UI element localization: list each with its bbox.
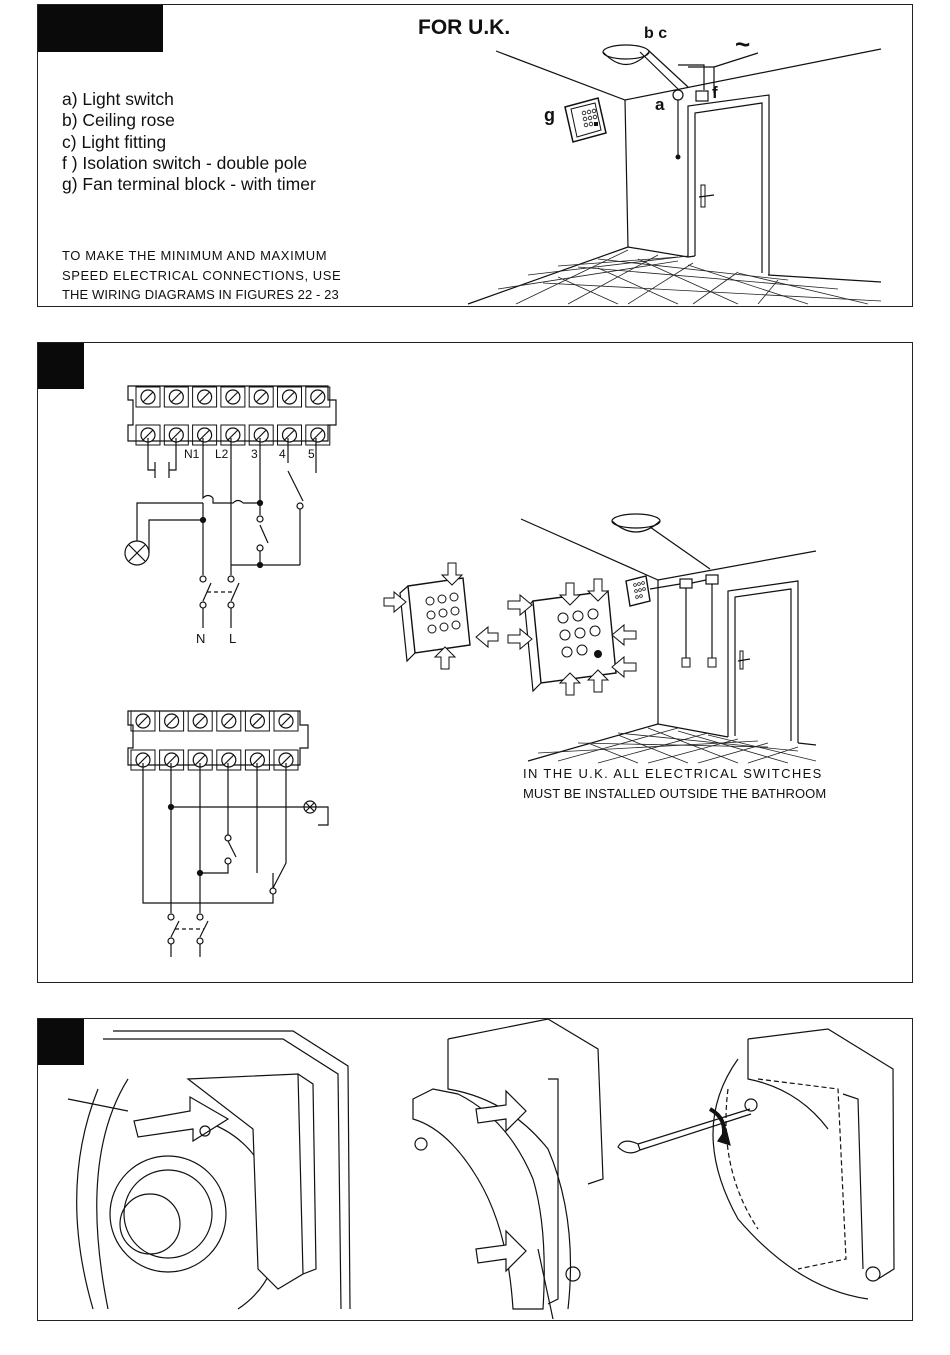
room-illustration xyxy=(467,44,882,305)
supply-label-n: N xyxy=(196,631,206,646)
terminal-screw-b-top-4 xyxy=(244,710,270,732)
panel-wiring-diagrams: N1 L2 3 4 5 N L IN THE U.K. ALL ELECTRIC… xyxy=(37,342,913,983)
terminal-screw-b-top-0 xyxy=(130,710,156,732)
terminal-screw-b-top-3 xyxy=(216,710,242,732)
terminal-screw-b-top-5 xyxy=(273,710,299,732)
legend-item-g: g) Fan terminal block - with timer xyxy=(62,174,316,195)
terminal-screw-a-top-0 xyxy=(135,386,161,408)
wiring-note-line-2: SPEED ELECTRICAL CONNECTIONS, USE xyxy=(62,267,342,283)
panel-uk-installation: FOR U.K. a) Light switch b) Ceiling rose… xyxy=(37,4,913,307)
fan-with-cover xyxy=(67,1030,351,1310)
wiring-note-line-1: TO MAKE THE MINIMUM AND MAXIMUM xyxy=(62,248,328,263)
component-legend: a) Light switch b) Ceiling rose c) Light… xyxy=(62,89,316,195)
legend-item-b: b) Ceiling rose xyxy=(62,110,175,131)
switch-location-note: IN THE U.K. ALL ELECTRICAL SWITCHES MUST… xyxy=(523,764,826,803)
terminal-screw-a-top-3 xyxy=(220,386,246,408)
terminal-screw-b-top-1 xyxy=(159,710,185,732)
terminal-screw-b-bottom-1 xyxy=(159,749,185,771)
terminal-screw-a-top-1 xyxy=(163,386,189,408)
panel-title: FOR U.K. xyxy=(418,16,511,39)
terminal-screw-b-top-2 xyxy=(187,710,213,732)
screwdriver-fastening xyxy=(617,1028,895,1300)
terminal-screw-a-top-5 xyxy=(277,386,302,408)
terminal-screw-a-bottom-2 xyxy=(192,424,218,446)
figure-tab xyxy=(38,1019,84,1065)
callout-g: g xyxy=(544,105,555,125)
terminal-label-4: 4 xyxy=(279,447,286,461)
bathroom-illustration xyxy=(520,513,817,764)
switch-location-note-line-1: IN THE U.K. ALL ELECTRICAL SWITCHES xyxy=(523,766,823,781)
terminal-block-6 xyxy=(127,710,309,766)
terminal-screw-a-top-4 xyxy=(248,386,274,408)
terminal-label-3: 3 xyxy=(251,447,258,461)
legend-item-c: c) Light fitting xyxy=(62,131,167,152)
callout-bc: b c xyxy=(644,25,668,42)
fan-assembly-illustrations xyxy=(67,1018,895,1320)
cover-removal xyxy=(412,1018,604,1320)
terminal-screw-a-bottom-4 xyxy=(248,424,274,446)
fan-unit-large xyxy=(507,578,637,696)
terminal-label-l2: L2 xyxy=(215,447,229,461)
figure-tab xyxy=(38,343,84,389)
wiring-diagram-1 xyxy=(124,438,317,628)
callout-f: f xyxy=(712,83,718,102)
terminal-label-5: 5 xyxy=(308,447,315,461)
terminal-screw-a-bottom-6 xyxy=(305,424,331,446)
supply-label-l: L xyxy=(229,631,237,646)
panel-fan-assembly xyxy=(37,1018,913,1321)
terminal-screw-a-top-6 xyxy=(305,386,331,408)
callout-ac: ~ xyxy=(735,29,751,59)
terminal-screw-a-top-2 xyxy=(192,386,218,408)
legend-item-a: a) Light switch xyxy=(62,89,174,109)
switch-location-note-line-2: MUST BE INSTALLED OUTSIDE THE BATHROOM xyxy=(523,785,827,801)
figure-tab xyxy=(38,5,163,52)
callout-a: a xyxy=(655,95,665,114)
terminal-screw-a-bottom-3 xyxy=(220,424,246,446)
terminal-label-n1: N1 xyxy=(184,447,200,461)
wiring-note-line-3: THE WIRING DIAGRAMS IN FIGURES 22 - 23 xyxy=(62,287,339,303)
terminal-screw-b-bottom-3 xyxy=(216,749,242,771)
legend-item-f: f ) Isolation switch - double pole xyxy=(62,152,308,173)
wiring-diagram-2 xyxy=(142,763,329,957)
terminal-block-7 xyxy=(127,385,337,442)
wiring-diagrams xyxy=(124,385,817,957)
terminal-screw-a-bottom-5 xyxy=(277,424,302,446)
wiring-note: TO MAKE THE MINIMUM AND MAXIMUM SPEED EL… xyxy=(62,246,341,305)
fan-unit-small xyxy=(383,562,499,670)
